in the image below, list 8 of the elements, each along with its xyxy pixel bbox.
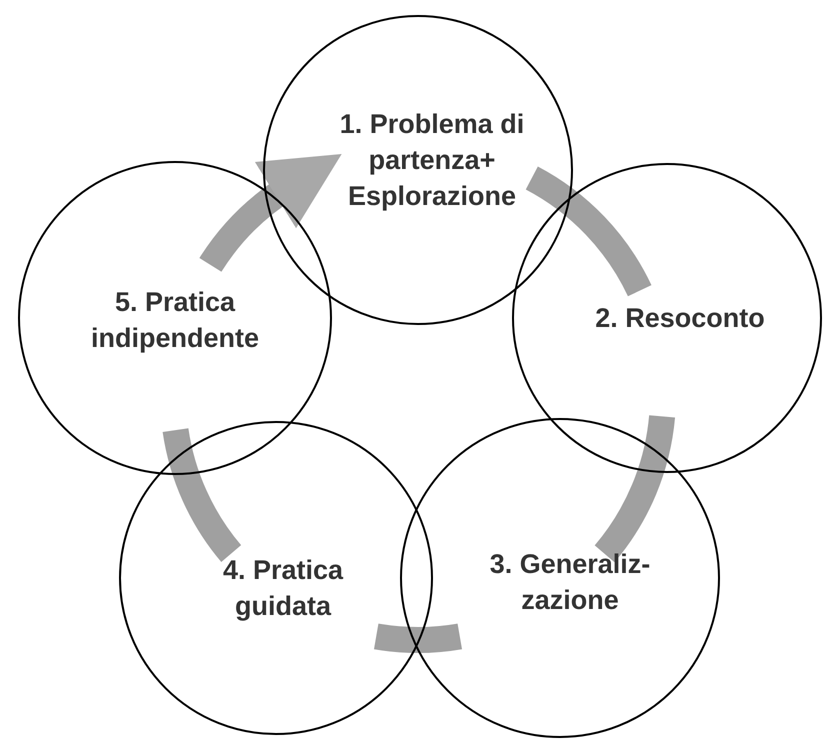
step-circle	[400, 418, 720, 738]
step-label: 5. Pratica indipendente	[90, 286, 260, 355]
step-label: 4. Pratica guidata	[222, 554, 344, 623]
step-label: 3. Generaliz-zazione	[488, 548, 652, 617]
curved-band	[594, 414, 675, 562]
step-circle	[119, 421, 433, 735]
step-label: 2. Resoconto	[594, 302, 766, 335]
step-label: 1. Problema di partenza+ Esplorazione	[338, 108, 526, 213]
